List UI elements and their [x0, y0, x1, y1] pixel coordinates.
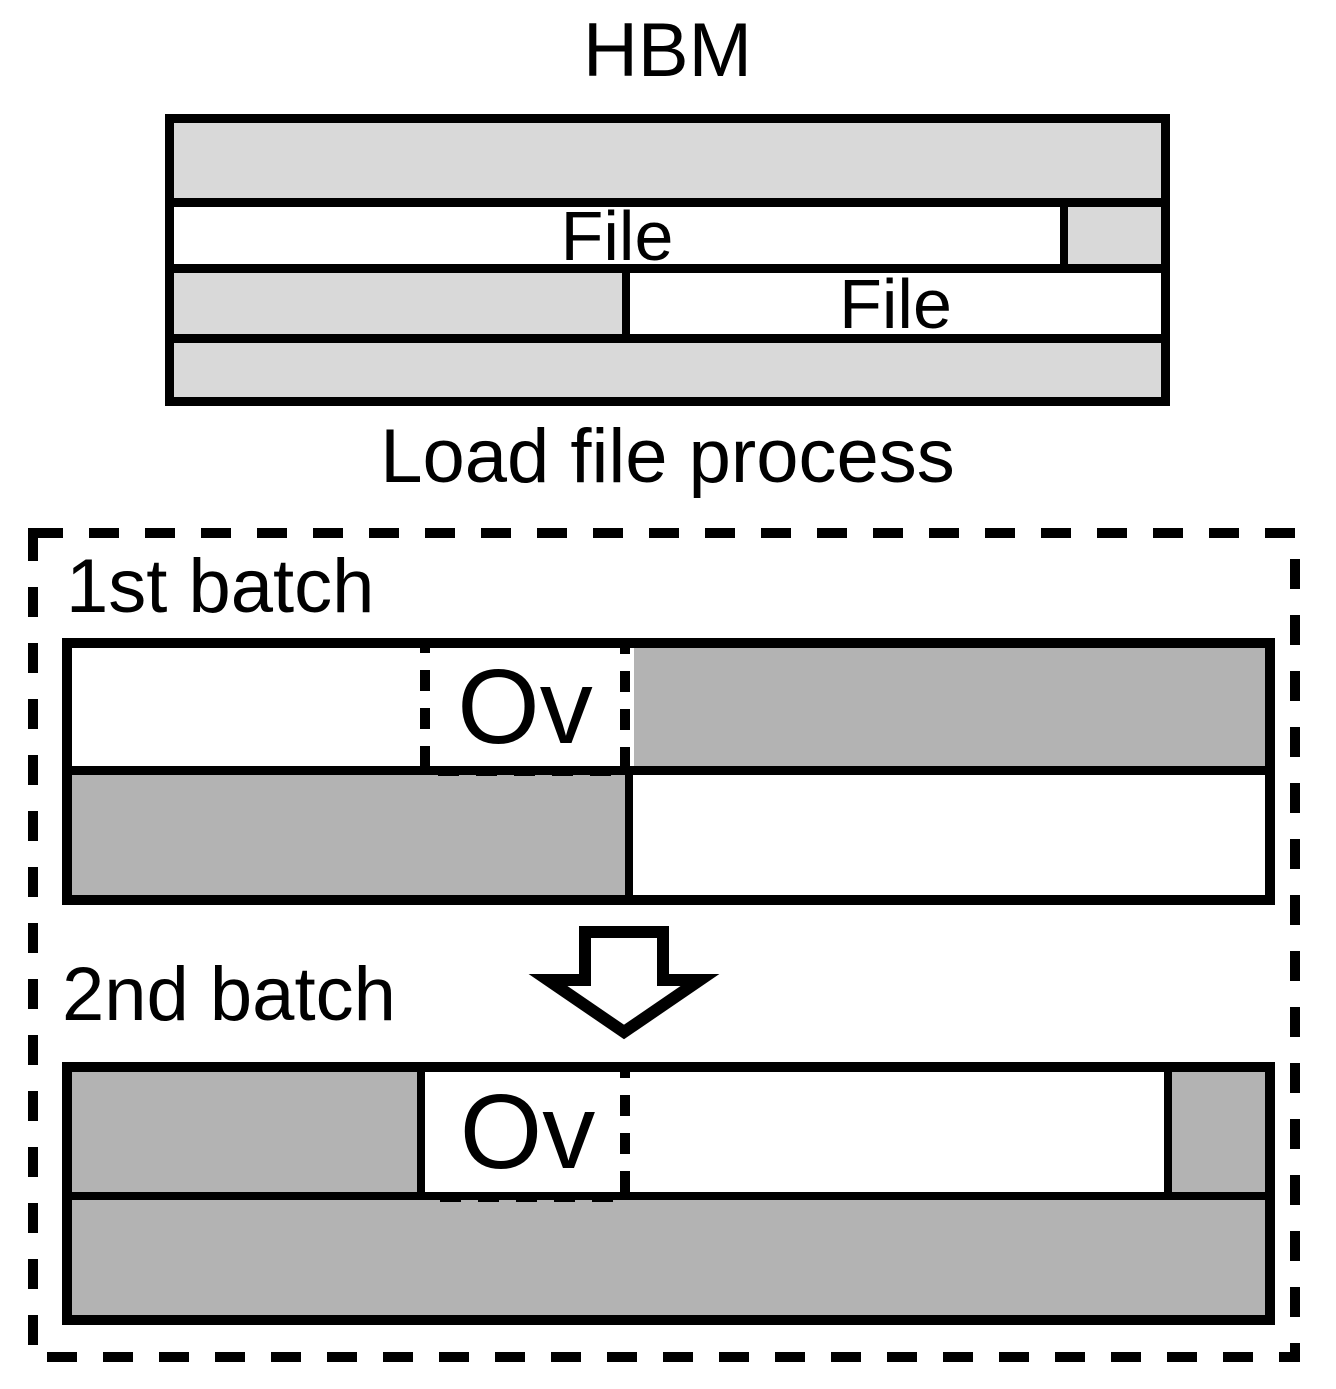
file-label-1: File: [560, 196, 674, 275]
batch1-row2-gray-segment: [72, 775, 625, 895]
batch1-row1-gray-segment: [634, 648, 1265, 766]
hbm-free-block-top: [174, 123, 1161, 198]
batch1-overlap-label: Ov: [457, 647, 593, 766]
hbm-free-fragment-left: [174, 273, 622, 334]
hbm-free-block-bottom: [174, 343, 1161, 397]
batch2-label: 2nd batch: [62, 952, 396, 1037]
batch2-row1-gray-segment-right: [1172, 1072, 1265, 1192]
hbm-file-block-2: File: [630, 265, 1161, 343]
hbm-file-block-1: File: [174, 197, 1060, 275]
hbm-title: HBM: [583, 8, 752, 93]
batch2-memory-box: [62, 1062, 1275, 1325]
batch2-overlap-label: Ov: [459, 1072, 596, 1191]
down-arrow-icon: [528, 926, 720, 1040]
file-label-2: File: [839, 264, 952, 343]
hbm-memory-box: File File: [165, 114, 1170, 406]
batch1-row2-white-segment: [633, 775, 1265, 895]
batch1-memory-box: [62, 638, 1275, 905]
load-file-process-caption: Load file process: [380, 414, 955, 499]
batch2-row1-gray-segment-left: [72, 1072, 417, 1192]
hbm-free-fragment-right: [1068, 207, 1161, 264]
batch1-label: 1st batch: [66, 544, 375, 629]
batch2-row2-gray-segment: [72, 1200, 1265, 1315]
